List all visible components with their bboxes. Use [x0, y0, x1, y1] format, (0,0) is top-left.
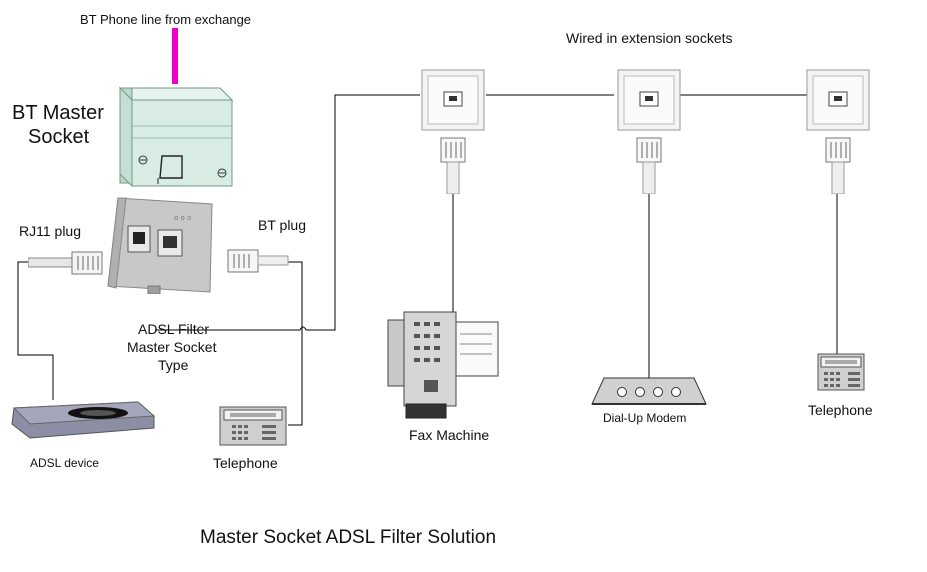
telephone-left-label: Telephone — [213, 455, 278, 471]
telephone-right-label: Telephone — [808, 402, 873, 418]
filter-label-line3: Type — [158, 357, 189, 373]
exchange-line — [172, 28, 178, 84]
wire-hop — [299, 326, 307, 331]
rj11-plug-icon — [28, 251, 103, 275]
bt-plug-icon — [227, 249, 289, 273]
adsl-device-icon — [11, 401, 156, 439]
extensions-label: Wired in extension sockets — [566, 30, 733, 46]
master-socket-label-line1: BT Master — [12, 102, 104, 124]
fax-machine-icon — [387, 311, 499, 419]
adsl-device-wire — [17, 261, 54, 400]
extension-socket-icon — [617, 69, 681, 194]
left-telephone-wire — [288, 261, 303, 426]
filter-label-line2: Master Socket — [127, 339, 217, 355]
svg-text:o o o: o o o — [174, 214, 191, 222]
rj11-plug-label: RJ11 plug — [19, 223, 82, 239]
dial-up-modem-icon — [591, 377, 707, 405]
extension-socket-icon — [806, 69, 870, 194]
telephone-icon — [817, 353, 865, 391]
exchange-line-label: BT Phone line from exchange — [80, 12, 252, 27]
dial-up-modem-label: Dial-Up Modem — [603, 411, 687, 425]
filter-label-line1: ADSL Filter — [138, 321, 210, 337]
extension-wire — [155, 94, 420, 331]
diagram-title: Master Socket ADSL Filter Solution — [200, 527, 497, 548]
adsl-filter-icon: o o o — [107, 197, 213, 294]
extension-socket-icon — [421, 69, 485, 194]
master-socket-icon — [118, 86, 234, 188]
master-socket-label-line2: Socket — [28, 126, 90, 148]
bt-plug-label: BT plug — [258, 217, 306, 233]
fax-machine-label: Fax Machine — [409, 427, 490, 443]
adsl-device-label: ADSL device — [30, 456, 99, 470]
telephone-icon — [219, 406, 287, 446]
